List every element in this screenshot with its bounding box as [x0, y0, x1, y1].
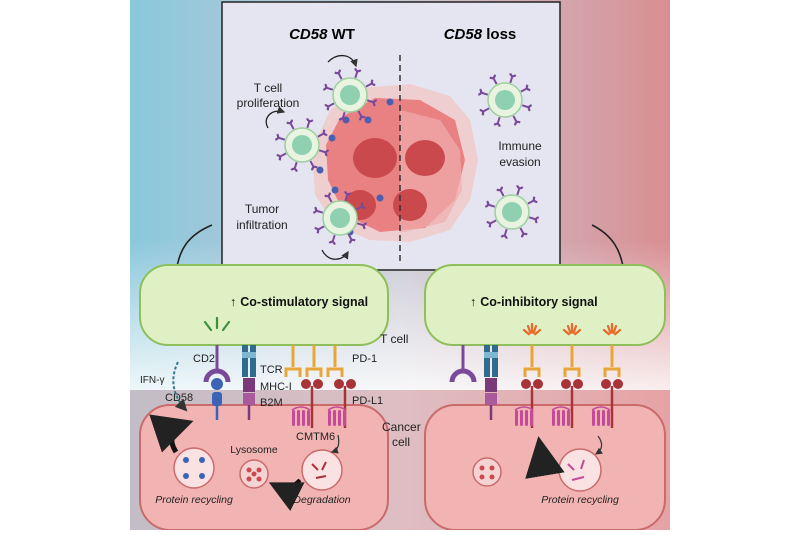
tcr-receptor-icon	[242, 345, 256, 377]
pdl1-ligands-left	[301, 379, 356, 428]
tcr-label: TCR	[260, 364, 283, 376]
cd58-ligand-icon	[211, 378, 223, 420]
co-stimulatory-signal-label: ↑Co-stimulatory signal	[230, 295, 368, 309]
pdl1-ligands-right	[521, 379, 623, 428]
label-tumor-line1: Tumor	[245, 202, 279, 216]
t-cell-membrane-left	[139, 264, 389, 346]
t-cell-icon	[477, 72, 533, 128]
protein-recycling-label-left: Protein recycling	[155, 494, 233, 506]
cancer-label-line1: Cancer	[382, 420, 421, 434]
cd2-receptor-icon	[203, 345, 231, 383]
cmtm6-icon	[291, 406, 311, 426]
pd1-receptor-icon	[305, 345, 323, 377]
cancer-label-line2: cell	[392, 435, 410, 449]
curved-arrow-icon	[321, 249, 349, 260]
label-tumor-line2: infiltration	[236, 218, 287, 232]
orange-signal-bursts	[522, 322, 622, 336]
cmtm6-icon	[327, 406, 347, 426]
recycling-arrow-right-icon	[525, 436, 565, 479]
curved-arrow-icon	[265, 106, 286, 129]
top-panel: CD58 WT CD58 loss T c	[221, 1, 561, 271]
t-cell-label: T cell	[380, 332, 408, 346]
cancer-cell-membrane-right	[424, 404, 666, 531]
cmtm6-icon	[514, 406, 534, 426]
tumor-nucleus	[353, 138, 397, 178]
t-cell-icon	[484, 184, 540, 240]
t-cell-icon	[274, 117, 330, 173]
cd2-label: CD2	[193, 353, 215, 365]
recycling-vesicle-icon	[173, 447, 215, 489]
cd2-unbound-icon	[449, 345, 477, 383]
pdl1-ligand-icon	[301, 379, 323, 428]
pd1-receptor-icon	[603, 345, 621, 377]
pdl1-label: PD-L1	[352, 395, 383, 407]
lysosome-label: Lysosome	[230, 444, 278, 456]
pd1-receptor-icon	[523, 345, 541, 377]
header-cd58-loss: CD58 loss	[444, 26, 517, 43]
tcr-receptor-right-icon	[484, 345, 498, 377]
label-immune-line2: evasion	[499, 155, 540, 169]
cmtm6-icon	[551, 406, 571, 426]
cmtm6-icons-right	[514, 406, 611, 426]
pdl1-ligand-icon	[561, 379, 583, 428]
recycling-vesicle-right-icon	[558, 448, 602, 492]
pd1-receptor-icon	[563, 345, 581, 377]
mhc-label: MHC-I	[260, 381, 292, 393]
cmtm6-label: CMTM6	[296, 431, 335, 443]
mhc-complex-right-icon	[485, 378, 497, 420]
pd1-receptor-icon	[326, 345, 344, 377]
t-cell-membrane-right	[424, 264, 666, 346]
pd1-receptor-icon	[284, 345, 302, 377]
label-t-cell-line2: proliferation	[237, 96, 300, 110]
pd1-receptors-left	[284, 345, 344, 377]
mhc-complex-icon	[243, 378, 255, 420]
cmtm6-icon	[591, 406, 611, 426]
right-mechanism-panel: ↑Co-inhibitory signal	[424, 264, 666, 531]
label-immune-line1: Immune	[498, 139, 542, 153]
label-t-cell-line1: T cell	[254, 81, 282, 95]
ifn-gamma-label: IFN-γ	[140, 375, 164, 386]
t-cell-icon	[322, 67, 378, 123]
lysosome-right-icon	[472, 457, 502, 487]
t-cell-icon	[312, 190, 368, 246]
tumor-nucleus	[393, 189, 427, 221]
b2m-label: B2M	[260, 397, 283, 409]
recycling-arrow-icon	[149, 414, 194, 454]
green-signal-burst-icon	[203, 316, 231, 332]
lysosome-icon	[239, 459, 269, 489]
pd1-receptors-right	[523, 345, 621, 377]
orange-signal-burst-icon	[562, 322, 582, 336]
orange-signal-burst-icon	[602, 322, 622, 336]
degradation-arrow-icon	[268, 478, 305, 512]
protein-recycling-label-right: Protein recycling	[541, 494, 619, 506]
pdl1-ligand-icon	[521, 379, 543, 428]
header-cd58-wt: CD58 WT	[289, 26, 355, 43]
curved-arrow-icon	[327, 55, 358, 68]
degradation-label: Degradation	[293, 494, 350, 506]
internalization-arrow-right-icon	[595, 435, 603, 455]
degradation-vesicle-icon	[301, 449, 343, 491]
ifn-arrow-icon	[172, 361, 188, 412]
pd1-label: PD-1	[352, 353, 377, 365]
co-inhibitory-signal-label: ↑Co-inhibitory signal	[470, 295, 598, 309]
orange-signal-burst-icon	[522, 322, 542, 336]
cmtm6-icons-left	[291, 406, 347, 426]
internalization-arrow-icon	[330, 434, 340, 454]
tumor-nucleus	[405, 140, 445, 176]
left-mechanism-panel: ↑Co-stimulatory signal T cell Cancer cel…	[139, 264, 421, 531]
top-t-cells	[274, 67, 540, 246]
pdl1-ligand-icon	[601, 379, 623, 428]
